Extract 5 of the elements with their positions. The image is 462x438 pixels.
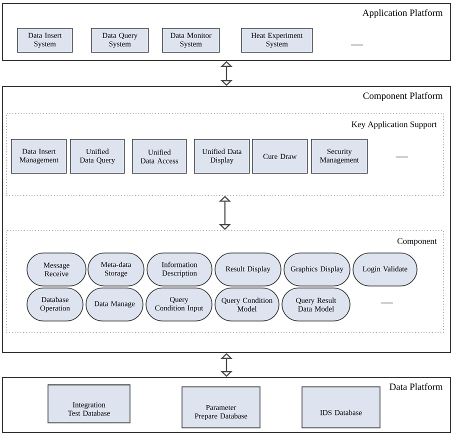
- ellipsis: ......: [352, 44, 362, 46]
- double-arrow: [220, 353, 233, 377]
- double-arrow: [220, 61, 233, 86]
- ellipsis: ......: [382, 302, 392, 304]
- ellipsis: ......: [396, 156, 408, 158]
